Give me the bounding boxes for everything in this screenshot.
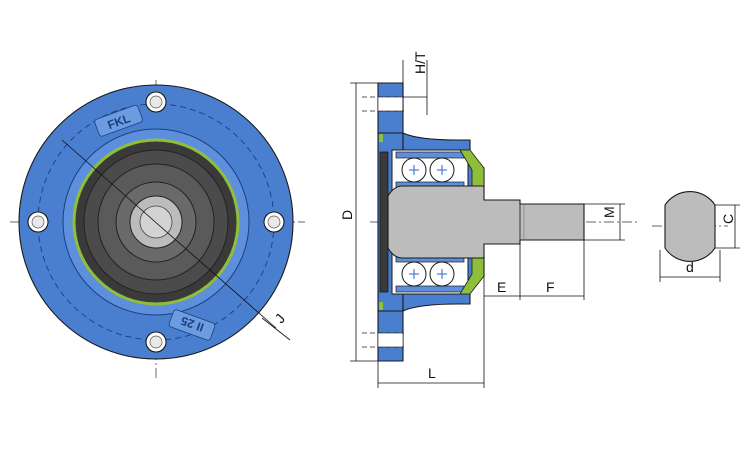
mounting-hole-right [263,211,285,233]
dim-label-c: C [720,214,736,224]
shaft-center [139,205,173,239]
outer-race-upper [395,151,465,159]
dim-label-d: D [339,210,355,220]
mounting-hole-top [145,91,167,113]
logo-plate: FKL [94,104,143,137]
shaft-end-profile [664,191,716,262]
bolt-hole-lower [377,332,404,348]
bolt-hole-upper [377,96,404,112]
dimension-leader-j [261,317,291,341]
mounting-hole-left [27,211,49,233]
dim-label-l: L [428,365,436,381]
dim-label-j: J [271,311,288,327]
model-plate: II 25 [168,309,216,341]
front-view: J FKL II 25 [10,80,305,380]
mounting-hole-bottom [145,331,167,353]
grease-mark-upper [379,134,383,142]
dim-label-f: F [546,279,555,295]
shaft [387,185,585,259]
dimension-line-j [61,139,277,329]
outer-race-lower [395,285,465,293]
dim-label-ht: H/T [412,51,428,74]
dim-label-e: E [497,279,506,295]
shaft-end-view: C d [652,191,740,282]
section-view: D H/T M E F L [339,51,640,388]
dim-label-d-small: d [686,259,694,275]
end-cap-seal [379,151,389,293]
dim-label-m: M [601,206,617,218]
grease-mark-lower [379,302,383,310]
